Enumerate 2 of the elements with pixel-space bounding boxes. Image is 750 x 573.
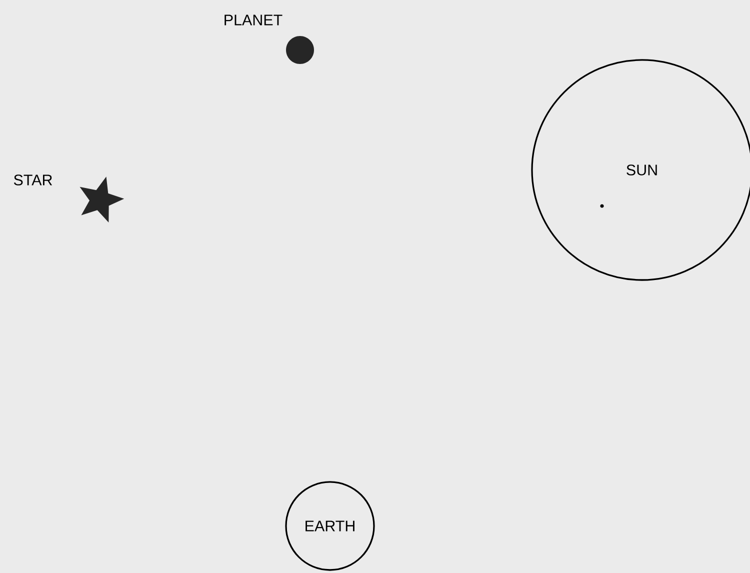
object-label: STAR <box>14 174 52 186</box>
object-label: PLANET <box>224 14 282 26</box>
